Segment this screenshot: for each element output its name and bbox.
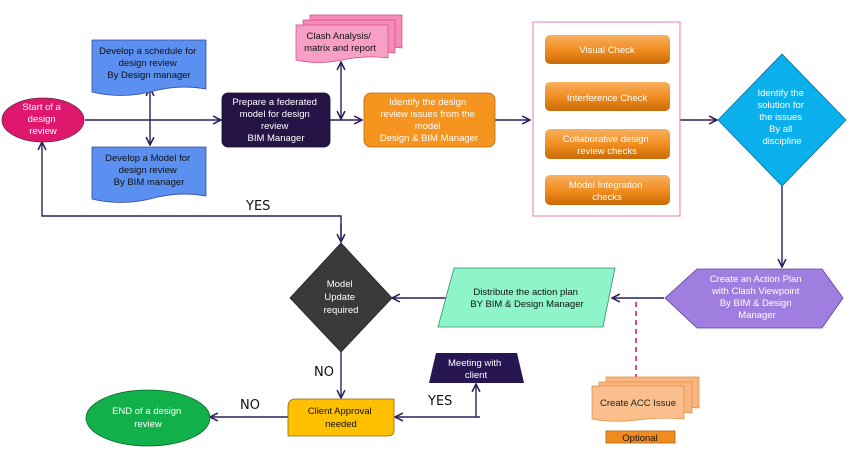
svg-text:Develop a Model for desi: Develop a Model for design review By BIM… [105,153,193,188]
svg-text:Collaborative design rev: Collaborative design review checks [563,134,652,157]
identify-text-4: Design & BIM Manager [380,133,478,144]
model-update-diamond-node[interactable]: Model Update required [289,242,393,353]
federated-text-1: Prepare a federated [232,97,317,108]
check-integration-text-2: checks [592,192,622,203]
edge-label-no-down: NO [314,365,334,380]
meeting-text-2: client [465,370,488,381]
svg-text:Create an Action Plan wi: Create an Action Plan with Clash Viewpoi… [710,274,805,321]
model-doc-text-2: design review [119,165,177,176]
svg-text:Model Update requi: Model Update required [324,279,359,316]
svg-text:Client Approval needed: Client Approval needed [308,406,375,430]
clash-text-2: matrix and report [304,43,376,54]
optional-badge: Optional [605,430,676,444]
distribute-parallelogram-node[interactable]: Distribute the action plan BY BIM & Desi… [437,267,616,328]
approval-text-1: Client Approval [308,406,372,417]
svg-text:Clash Analysis/ matrix a: Clash Analysis/ matrix and report [304,31,376,54]
check-collaborative[interactable]: Collaborative design review checks [545,129,670,159]
solution-diamond-node[interactable]: Identify the solution for the issues By … [717,53,847,187]
federated-text-3: review [261,121,289,132]
schedule-text-2: design review [119,58,177,69]
start-text-3: review [29,126,57,137]
start-text-2: design [28,114,56,125]
action-text-3: By BIM & Design [720,298,792,309]
solution-text-2: solution for [757,100,803,111]
start-node[interactable]: Start of a design review [1,97,85,143]
svg-text:Distribute the action plan: Distribute the action plan BY BIM & Desi… [470,287,583,310]
meeting-text-1: Meeting with [448,358,501,369]
federated-text-2: model for design [240,109,310,120]
end-node[interactable]: END of a design review [85,389,211,447]
identify-text-2: review issues from the [380,109,475,120]
check-visual[interactable]: Visual Check [545,35,670,64]
svg-text:Start of a design: Start of a design review [22,102,63,137]
check-model-integration[interactable]: Model Integration checks [545,175,670,205]
clash-text-1: Clash Analysis/ [306,31,371,42]
solution-text-4: By all [769,124,792,135]
svg-text:Model Integration checks: Model Integration checks [569,180,645,203]
action-text-4: Manager [738,310,776,321]
svg-text:Visual Check: Visual Check [579,45,635,56]
svg-text:Develop a schedule for d: Develop a schedule for design review By … [99,46,199,81]
solution-text-1: Identify the [757,88,803,99]
distribute-text-2: BY BIM & Design Manager [470,299,583,310]
identify-text-3: model [415,121,441,132]
svg-text:Prepare a federated mode: Prepare a federated model for design rev… [232,97,319,144]
schedule-text-1: Develop a schedule for [99,46,196,57]
check-collaborative-text-1: Collaborative design [563,134,649,145]
update-text-2: Update [324,292,355,303]
client-approval-node[interactable]: Client Approval needed [287,398,395,437]
federated-text-4: BIM Manager [247,133,304,144]
model-doc-text-3: By BIM manager [114,177,185,188]
check-interference[interactable]: Interference Check [545,82,670,111]
check-integration-text-1: Model Integration [569,180,642,191]
identify-issues-node[interactable]: Identify the design review issues from t… [363,92,496,148]
action-text-1: Create an Action Plan [710,274,802,285]
model-document-node[interactable]: Develop a Model for design review By BIM… [91,146,207,203]
distribute-text-1: Distribute the action plan [473,287,578,298]
clash-analysis-node[interactable]: Clash Analysis/ matrix and report [295,14,403,63]
identify-text-1: Identify the design [389,97,466,108]
svg-text:Optional: Optional [622,433,657,444]
check-visual-text: Visual Check [579,45,635,56]
create-acc-issue-node[interactable]: Create ACC Issue [591,376,700,422]
svg-text:END of a design review: END of a design review [112,406,184,430]
start-text-1: Start of a [22,102,61,113]
solution-text-5: discipline [762,136,801,147]
check-collaborative-text-2: review checks [577,146,637,157]
svg-text:Create ACC Issue: Create ACC Issue [600,398,676,409]
edge-label-yes-meeting: YES [427,394,452,409]
action-plan-hexagon-node[interactable]: Create an Action Plan with Clash Viewpoi… [664,268,844,329]
acc-issue-text: Create ACC Issue [600,398,676,409]
approval-text-2: needed [325,419,357,430]
end-text-1: END of a design [112,406,181,417]
check-interference-text: Interference Check [567,93,648,104]
svg-text:Meeting with client: Meeting with client [448,358,504,381]
edge-label-no-end: NO [240,398,260,413]
svg-text:Identify the solution fo: Identify the solution for the issues By … [757,88,806,147]
connectors [42,62,782,417]
federated-model-node[interactable]: Prepare a federated model for design rev… [221,92,331,148]
update-text-1: Model [327,279,353,290]
meeting-with-client-node[interactable]: Meeting with client [429,353,524,383]
model-doc-text-1: Develop a Model for [105,153,190,164]
solution-text-3: the issues [759,112,802,123]
schedule-document-node[interactable]: Develop a schedule for design review By … [91,39,207,96]
edge-approval-to-meeting [476,384,480,418]
end-text-2: review [134,419,162,430]
schedule-text-3: By Design manager [107,70,190,81]
edge-label-yes-loop: YES [245,199,270,214]
update-text-3: required [324,305,359,316]
svg-text:Interference Check: Interference Check [567,93,648,104]
svg-text:Identify the design revi: Identify the design review issues from t… [380,97,478,144]
action-text-2: with Clash Viewpoint [711,286,800,297]
optional-text: Optional [622,433,657,444]
